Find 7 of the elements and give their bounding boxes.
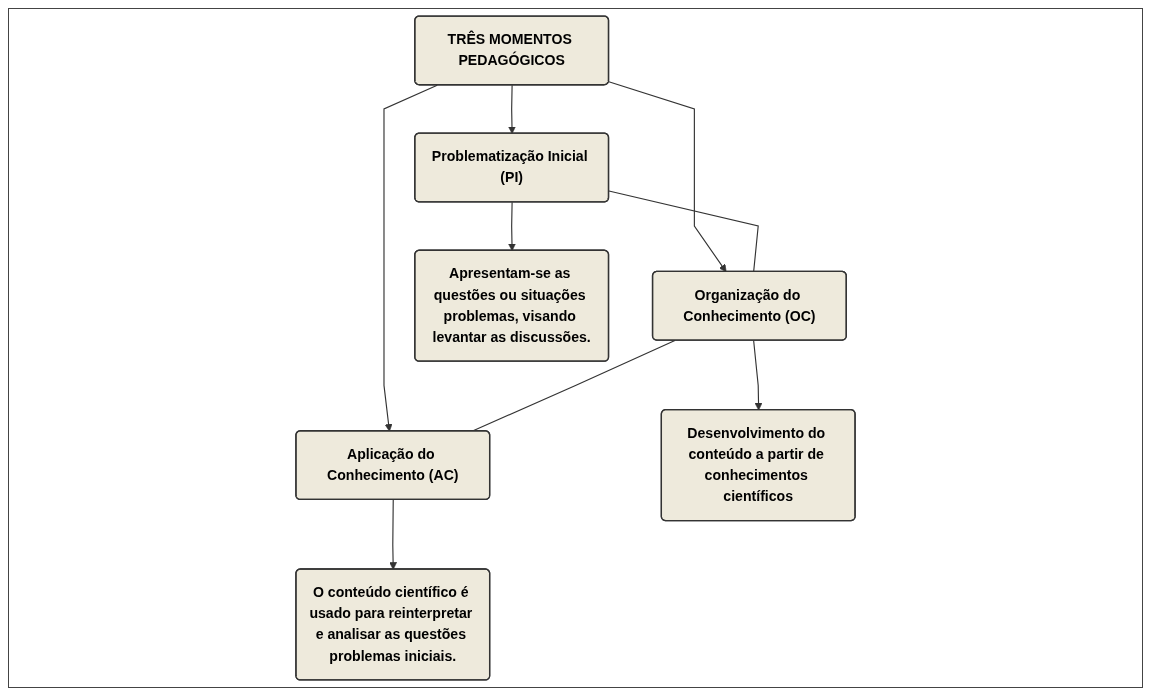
arrow: [383, 84, 438, 432]
arrow: [389, 499, 397, 570]
arrow: [508, 201, 516, 252]
arrow: [508, 84, 516, 134]
arrow: [753, 339, 763, 411]
arrow: [608, 81, 727, 273]
connector: [608, 190, 759, 273]
